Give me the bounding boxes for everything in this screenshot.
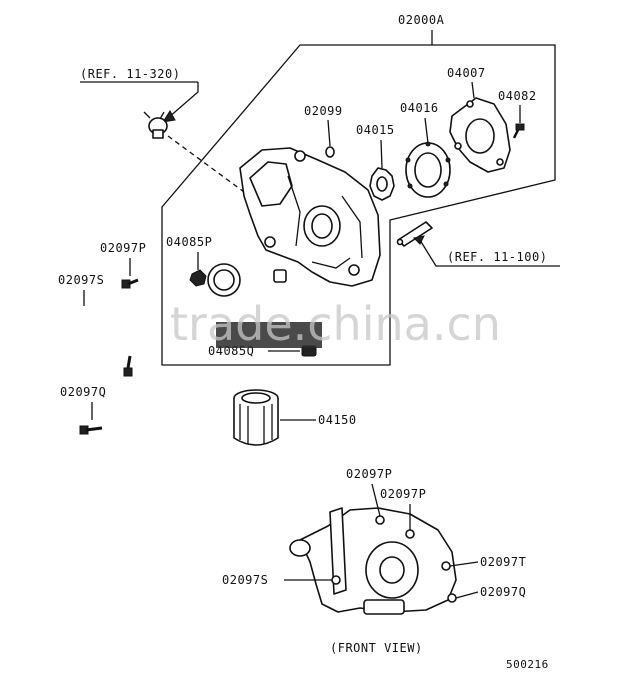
leader-04016 [424,117,429,144]
oil-pressure-switch-icon [143,111,168,139]
inner-rotor-icon [369,167,395,201]
oil-seal-icon [207,263,241,297]
label-ref-11-320: (REF. 11-320) [80,67,180,81]
oil-pump-front-view-icon [289,507,457,615]
bolt-icon [79,425,103,435]
label-02097Q-front: 02097Q [480,585,526,599]
ref-top-leader [167,82,199,119]
watermark-text: trade.china.cn [170,297,501,351]
oil-filter-icon [233,389,279,446]
label-04082: 04082 [498,89,537,103]
label-ref-11-100: (REF. 11-100) [447,250,547,264]
oil-pump-body-icon [239,147,381,287]
ref-top-arrowhead [161,110,176,123]
label-04016: 04016 [400,101,439,115]
bolt-icon [512,123,525,139]
figure-id: 500216 [506,658,549,671]
leader-02099 [327,119,331,147]
plug-icon [189,269,207,287]
label-02000A: 02000A [398,13,445,27]
gasket-icon [396,221,433,247]
label-front-view: (FRONT VIEW) [330,641,423,655]
label-04150: 04150 [318,413,357,427]
label-02097S-front: 02097S [222,573,268,587]
leader-04015 [380,139,383,169]
assembly-frame [161,44,556,366]
label-04007: 04007 [447,66,486,80]
ref-right-leader [419,239,560,267]
watermark-bar: trade.china.cn [170,297,501,351]
label-04015: 04015 [356,123,395,137]
outer-rotor-icon [405,141,451,198]
leader-04007 [471,81,475,99]
plug-icon [273,269,287,283]
label-02097S-left: 02097S [58,273,104,287]
label-02097P-front-a: 02097P [346,467,392,481]
bolt-icon [121,278,139,289]
label-02097Q-left: 02097Q [60,385,106,399]
label-02097P-left: 02097P [100,241,146,255]
o-ring-icon [325,146,335,158]
pump-cover-icon [449,97,511,173]
bolt-icon [123,355,133,377]
label-02097P-front-b: 02097P [380,487,426,501]
label-04085P: 04085P [166,235,212,249]
label-02097T-front: 02097T [480,555,526,569]
switch-dash-line [167,135,256,201]
label-02099: 02099 [304,104,343,118]
leader-02097P-front-a [371,483,381,517]
leader-02097T-front [449,561,479,567]
ref-right-arrowhead [412,235,425,245]
leader-02097Q-front [455,591,479,599]
